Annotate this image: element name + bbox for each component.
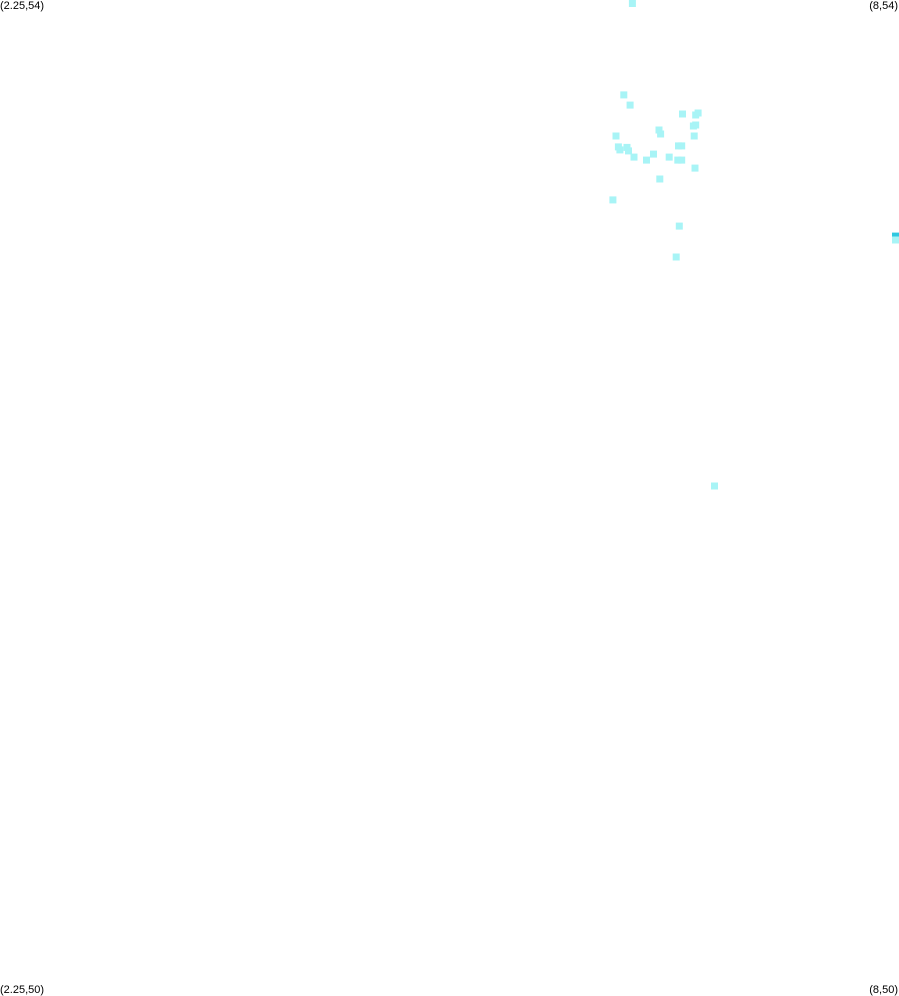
- map-point-19: [674, 156, 682, 164]
- map-point-17: [657, 130, 665, 138]
- map-point-12: [625, 147, 632, 155]
- map-point-23: [690, 132, 698, 140]
- map-point-30: [892, 232, 899, 240]
- map-point-3: [679, 110, 686, 118]
- map-point-15: [643, 156, 650, 164]
- map-point-10: [616, 146, 624, 154]
- map-point-14: [650, 150, 657, 158]
- map-point-26: [609, 196, 617, 204]
- map-point-1: [620, 91, 628, 99]
- map-point-2: [626, 101, 634, 109]
- corner-label-top-left: (2.25,54): [0, 0, 45, 12]
- map-point-18: [665, 153, 673, 161]
- map-point-24: [691, 164, 699, 172]
- map-point-22: [678, 156, 686, 164]
- map-point-5: [694, 109, 702, 117]
- map-point-0: [628, 0, 636, 7]
- map-point-29: [711, 482, 718, 490]
- corner-label-top-right: (8,54): [869, 0, 898, 12]
- map-point-13: [630, 153, 638, 161]
- map-point-28: [672, 253, 680, 261]
- map-point-7: [692, 121, 700, 129]
- map-point-27: [675, 222, 683, 230]
- map-point-8: [612, 132, 620, 140]
- corner-label-bottom-left: (2.25,50): [0, 984, 45, 996]
- map-point-25: [656, 175, 664, 183]
- map-point-31: [892, 236, 899, 244]
- map-point-16: [655, 126, 663, 134]
- map-point-21: [678, 142, 686, 150]
- corner-label-bottom-right: (8,50): [869, 984, 898, 996]
